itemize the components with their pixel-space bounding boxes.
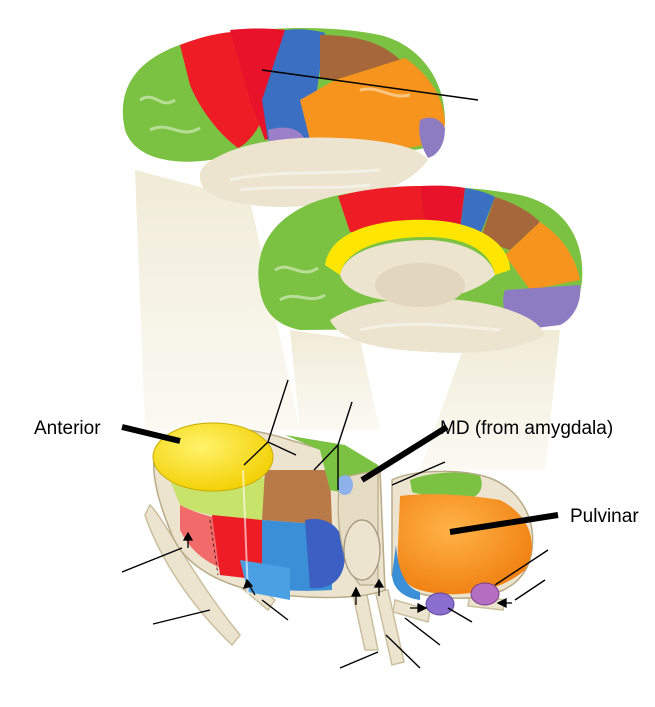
label-anterior: Anterior: [34, 418, 101, 439]
lateral-brain-icon: [122, 28, 445, 207]
projection-fibers: [135, 170, 560, 470]
label-pulvinar: Pulvinar: [570, 506, 639, 527]
leader-lines: [121, 69, 559, 669]
label-md: MD (from amygdala): [440, 418, 614, 439]
medial-brain-icon: [258, 185, 583, 353]
thalamus-illustration: [144, 422, 534, 666]
